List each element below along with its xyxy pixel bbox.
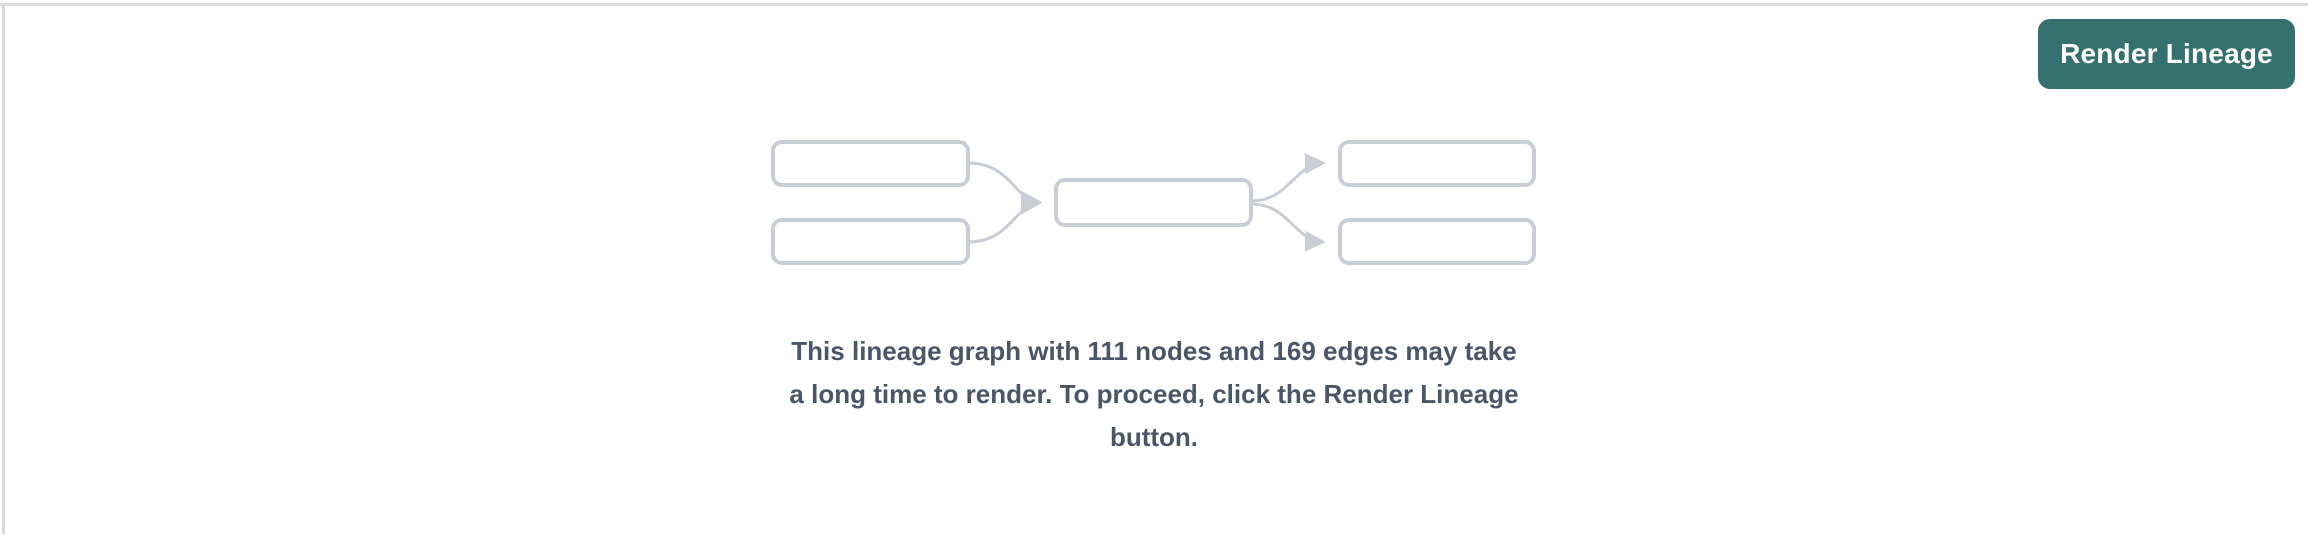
edge-arrow-upstream-top [967, 161, 1042, 212]
lineage-warning-line-2: a long time to render. To proceed, click… [789, 379, 1519, 409]
placeholder-node-upstream-bottom [771, 218, 970, 265]
panel-left-border [2, 3, 5, 534]
lineage-warning-line-1: This lineage graph with 111 nodes and 16… [791, 336, 1517, 366]
edge-arrow-downstream-bottom [1250, 202, 1326, 252]
placeholder-node-center [1054, 178, 1253, 227]
panel-top-border [0, 3, 2308, 6]
lineage-empty-state: This lineage graph with 111 nodes and 16… [0, 140, 2308, 459]
placeholder-node-upstream-top [771, 140, 970, 187]
lineage-graph-illustration [771, 140, 1536, 265]
render-lineage-button[interactable]: Render Lineage [2038, 19, 2295, 89]
lineage-warning-line-3: button. [1109, 422, 1199, 452]
placeholder-node-downstream-bottom [1338, 218, 1536, 265]
edge-arrow-upstream-bottom [967, 193, 1042, 244]
placeholder-node-downstream-top [1338, 140, 1536, 187]
lineage-warning-message: This lineage graph with 111 nodes and 16… [789, 330, 1518, 459]
edge-arrow-downstream-top [1250, 153, 1326, 203]
